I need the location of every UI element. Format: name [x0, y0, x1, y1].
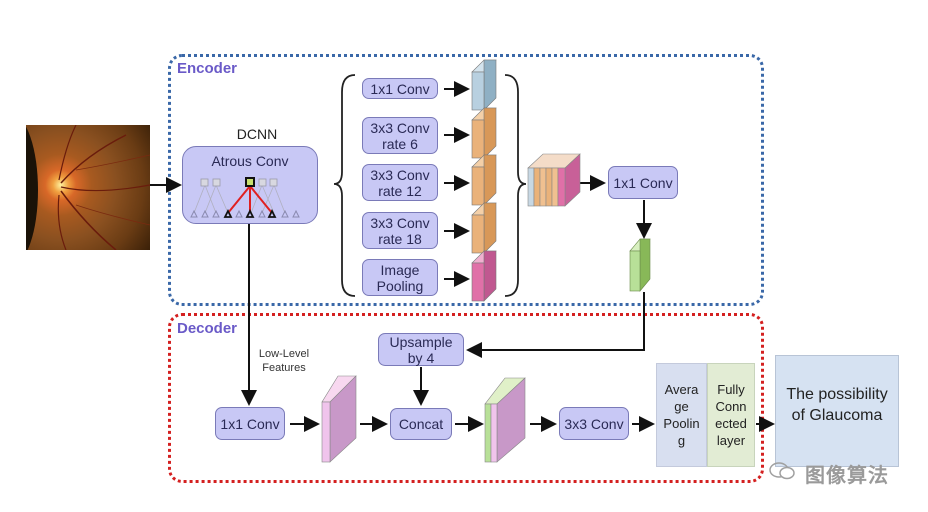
average-pooling-panel: Avera ge Poolin g	[656, 363, 707, 467]
low-level-feature-map	[321, 375, 357, 463]
fundus-image	[26, 125, 150, 250]
concatenated-feature-stack	[527, 153, 581, 207]
decoder-1x1-conv: 1x1 Conv	[215, 407, 285, 440]
upsample-block: Upsample by 4	[378, 333, 464, 366]
watermark-text: 图像算法	[805, 465, 889, 487]
arrow-encoder-to-upsample	[466, 292, 645, 358]
decoder-3x3-conv: 3x3 Conv	[559, 407, 629, 440]
aspp-branch-rate18: 3x3 Conv rate 18	[362, 212, 438, 249]
aspp-branch-image-pooling: Image Pooling	[362, 259, 438, 296]
decoder-region	[168, 313, 764, 483]
feature-block-rate18	[471, 202, 497, 254]
encoder-title: Encoder	[177, 60, 238, 77]
low-level-features-label: Low-Level Features	[258, 348, 310, 374]
blood-vessels	[57, 125, 150, 250]
feature-block-rate6	[471, 107, 497, 159]
fully-connected-panel: Fully Conn ected layer	[707, 363, 755, 467]
feature-block-pooling	[471, 250, 497, 302]
dcnn-label: DCNN	[236, 126, 278, 142]
feature-block-rate12	[471, 154, 497, 206]
right-brace	[504, 74, 527, 297]
fundus-dark-edge	[26, 125, 38, 250]
feature-block-1x1	[471, 59, 497, 111]
concat-block: Concat	[390, 408, 452, 440]
aspp-branch-rate6: 3x3 Conv rate 6	[362, 117, 438, 154]
decoder-title: Decoder	[177, 320, 238, 337]
encoder-output-block	[629, 238, 651, 292]
aspp-branch-1x1-conv: 1x1 Conv	[362, 78, 438, 99]
left-brace	[333, 74, 356, 297]
encoder-1x1-conv: 1x1 Conv	[608, 166, 678, 199]
wechat-logo-icon	[768, 461, 796, 481]
output-glaucoma-panel: The possibility of Glaucoma	[775, 355, 899, 467]
concat-feature-map	[484, 377, 526, 463]
atrous-conv-label: Atrous Conv	[211, 153, 289, 169]
aspp-branch-rate12: 3x3 Conv rate 12	[362, 164, 438, 201]
